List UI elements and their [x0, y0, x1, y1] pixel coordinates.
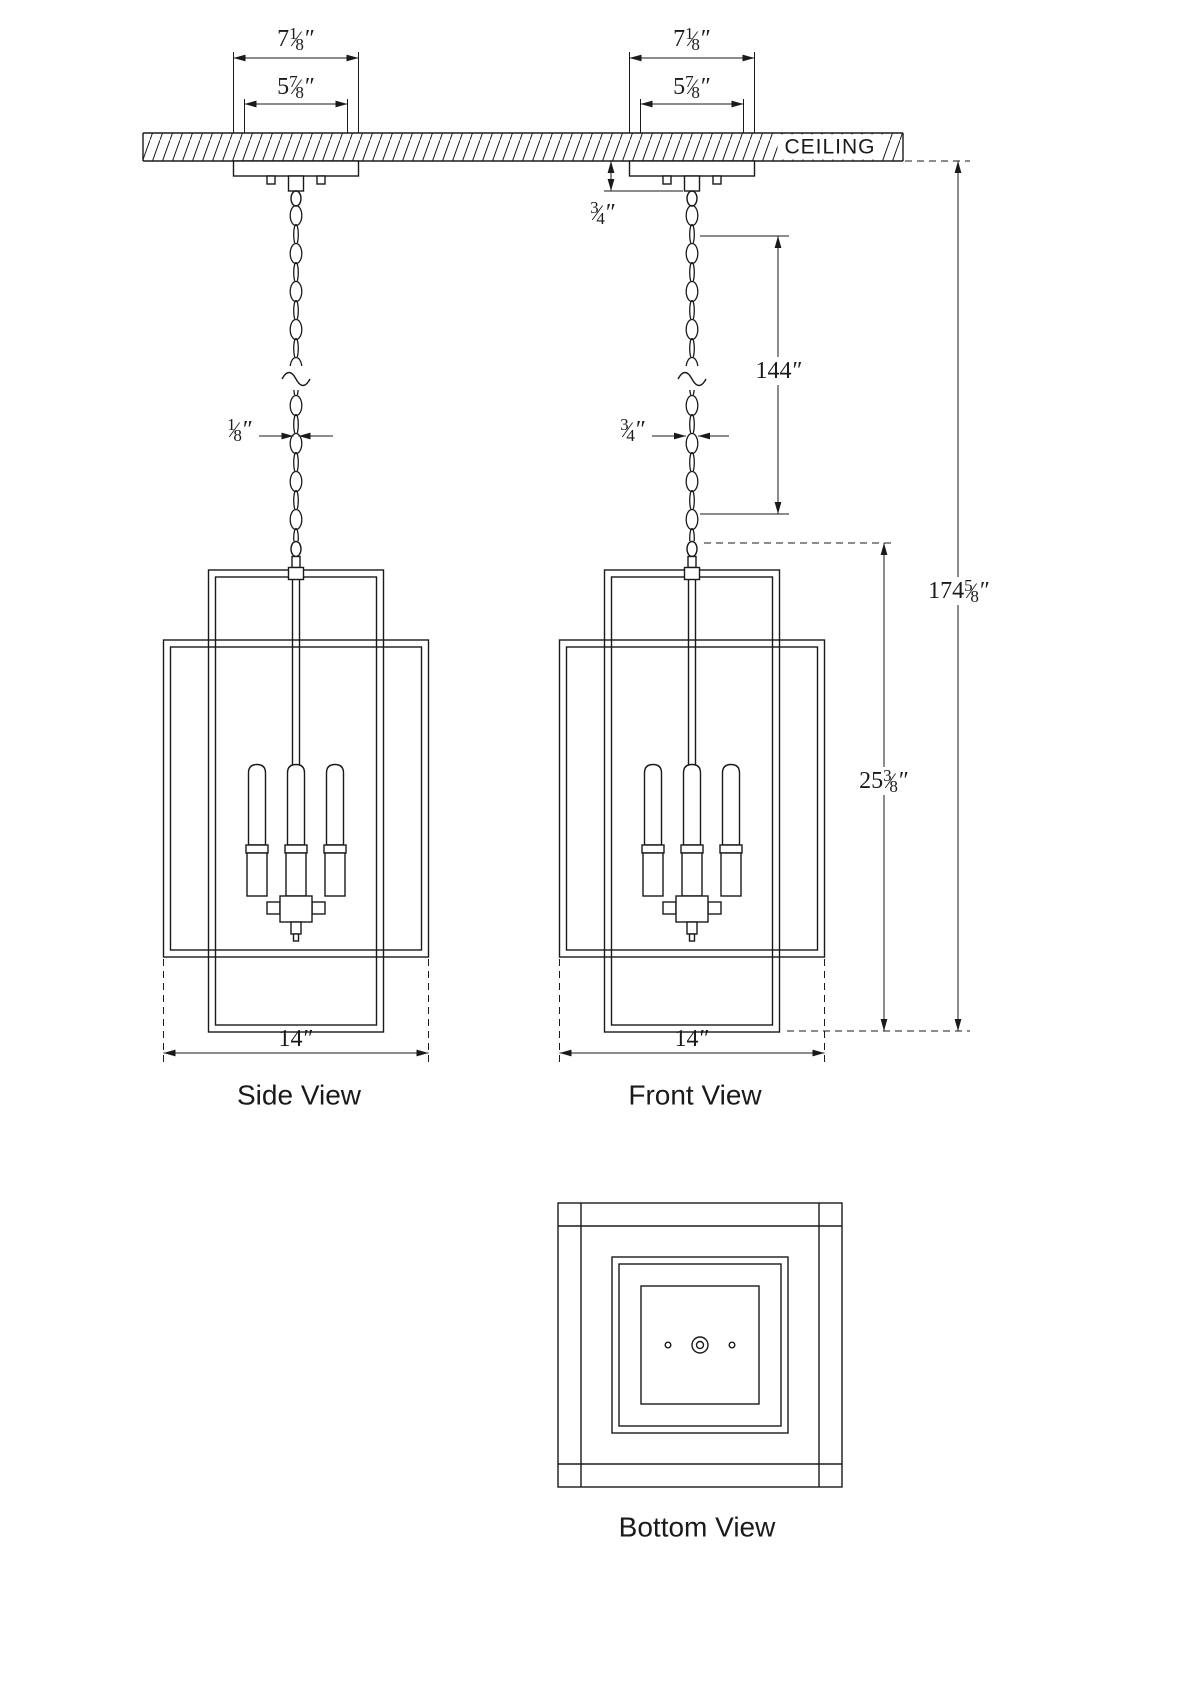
dim-lines-side-canopy-outer — [233, 52, 359, 133]
dim-lines-fixture-height — [704, 542, 970, 1032]
dim-whole: 14 — [278, 1026, 303, 1052]
dim-denominator: 8 — [889, 777, 898, 796]
dim-overall-height: 1745⁄8″ — [924, 577, 994, 605]
ceiling-hatch — [143, 133, 903, 161]
dim-lines-front-canopy-height — [604, 161, 683, 192]
bottom-plate — [640, 1285, 760, 1405]
dim-denominator: 4 — [596, 209, 605, 228]
dim-numerator: 3 — [620, 415, 629, 434]
inch-mark: ″ — [635, 417, 646, 443]
dim-whole: 25 — [859, 768, 884, 794]
inch-mark: ″ — [303, 1026, 314, 1052]
dim-fixture-height: 253⁄8″ — [855, 767, 913, 795]
dimension-annotations — [163, 52, 970, 1063]
dim-numerator: 7 — [289, 72, 298, 91]
dim-front-canopy-height: 3⁄4″ — [590, 198, 616, 228]
ceiling-label: CEILING — [777, 134, 883, 160]
dim-lines-front-canopy-outer — [629, 52, 755, 133]
dim-denominator: 8 — [295, 83, 304, 102]
inch-mark: ″ — [700, 26, 711, 52]
dim-lines-front-canopy-inner — [640, 99, 744, 133]
inch-mark: ″ — [605, 200, 616, 226]
fraction-slash: ⁄ — [690, 74, 695, 99]
inch-mark: ″ — [304, 74, 315, 100]
dim-front-chain-width: 3⁄4″ — [620, 415, 646, 445]
dim-whole: 174 — [928, 578, 965, 604]
front-view-pendant — [558, 160, 826, 1033]
fraction-slash: ⁄ — [232, 417, 237, 442]
bottom-view-label: Bottom View — [618, 1511, 776, 1543]
inch-mark: ″ — [898, 768, 909, 794]
dim-whole: 144 — [755, 358, 792, 384]
dim-denominator: 4 — [626, 426, 635, 445]
dim-side-canopy-outer: 71⁄8″ — [277, 24, 315, 54]
front-view-label: Front View — [628, 1079, 762, 1111]
dim-whole: 5 — [673, 74, 686, 100]
dim-numerator: 1 — [685, 24, 694, 43]
fraction-slash: ⁄ — [595, 200, 600, 225]
dim-side-chain-width: 1⁄8″ — [227, 415, 253, 445]
dim-front-canopy-inner: 57⁄8″ — [673, 72, 711, 102]
fraction-slash: ⁄ — [888, 768, 893, 793]
dim-lines-side-canopy-inner — [244, 99, 348, 133]
dim-whole: 5 — [277, 74, 290, 100]
bottom-outer-square — [557, 1202, 843, 1488]
dim-whole: 7 — [277, 26, 290, 52]
dim-denominator: 8 — [691, 83, 700, 102]
dim-denominator: 8 — [970, 587, 979, 606]
dim-numerator: 1 — [227, 415, 236, 434]
dim-lines-side-fixture-width — [163, 959, 429, 1063]
dim-numerator: 3 — [883, 766, 892, 785]
screw — [728, 1341, 736, 1349]
inch-mark: ″ — [304, 26, 315, 52]
dim-numerator: 1 — [289, 24, 298, 43]
bottom-middle-square — [611, 1256, 789, 1434]
fraction-slash: ⁄ — [969, 578, 974, 603]
dim-numerator: 5 — [964, 576, 973, 595]
dim-whole: 14 — [674, 1026, 699, 1052]
fraction-slash: ⁄ — [690, 26, 695, 51]
dim-denominator: 8 — [295, 35, 304, 54]
dim-numerator: 3 — [590, 198, 599, 217]
dim-whole: 7 — [673, 26, 686, 52]
fraction-slash: ⁄ — [294, 26, 299, 51]
screw — [664, 1341, 672, 1349]
dim-denominator: 8 — [691, 35, 700, 54]
dim-numerator: 7 — [685, 72, 694, 91]
bottom-view-drawing — [557, 1202, 843, 1488]
dim-chain-length: 144″ — [751, 357, 807, 385]
dim-side-canopy-inner: 57⁄8″ — [277, 72, 315, 102]
dim-denominator: 8 — [233, 426, 242, 445]
dim-front-fixture-width: 14″ — [675, 1027, 710, 1051]
center-knob — [691, 1336, 709, 1354]
inch-mark: ″ — [792, 358, 803, 384]
fraction-slash: ⁄ — [294, 74, 299, 99]
inch-mark: ″ — [699, 1026, 710, 1052]
fraction-slash: ⁄ — [625, 417, 630, 442]
dim-front-canopy-outer: 71⁄8″ — [673, 24, 711, 54]
dim-lines-front-fixture-width — [559, 959, 825, 1063]
ceiling-band — [142, 132, 904, 162]
dim-side-fixture-width: 14″ — [279, 1027, 314, 1051]
side-view-label: Side View — [236, 1079, 362, 1111]
side-view-pendant — [162, 160, 430, 1033]
inch-mark: ″ — [979, 578, 990, 604]
inch-mark: ″ — [242, 417, 253, 443]
inch-mark: ″ — [700, 74, 711, 100]
